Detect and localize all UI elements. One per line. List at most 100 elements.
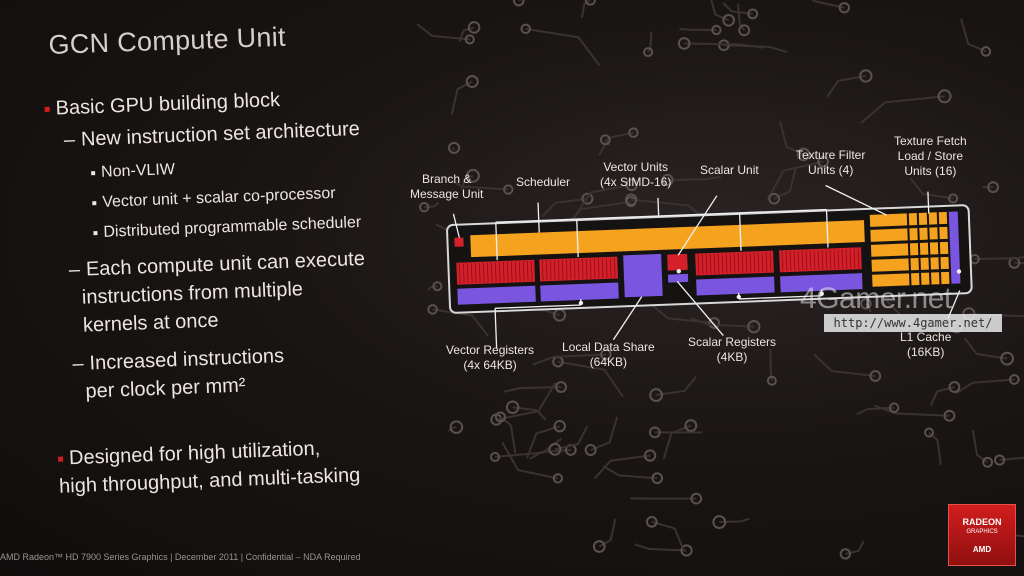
simd-lane-stripe (705, 254, 708, 275)
texture-fetch-cell (919, 242, 929, 255)
vector-register-block (696, 276, 775, 296)
vector-register-block (457, 285, 536, 305)
circuit-pad (625, 178, 638, 192)
circuit-pad (677, 37, 691, 50)
logo-brand: AMD (972, 545, 992, 554)
simd-lane-stripe (581, 258, 584, 279)
simd-lane-stripe (518, 261, 521, 282)
simd-lane-stripe (569, 259, 572, 280)
radeon-logo: RADEON GRAPHICS AMD (948, 504, 1016, 566)
label-local-data-share: Local Data Share(64KB) (562, 340, 655, 369)
texture-fetch-cell (939, 226, 948, 240)
circuit-pad (738, 24, 751, 37)
circuit-trace (532, 353, 606, 366)
label-scheduler: Scheduler (516, 175, 571, 189)
circuit-trace (769, 348, 773, 381)
texture-fetch-cell (940, 256, 949, 270)
simd-lane-stripe (829, 249, 832, 270)
circuit-pad (503, 184, 514, 195)
simd-lane-stripe (522, 261, 525, 282)
circuit-pad (600, 348, 612, 361)
simd-lane-stripe (737, 252, 740, 273)
circuit-pad (817, 155, 830, 168)
simd-lane-stripe (506, 261, 509, 282)
circuit-pad (584, 0, 596, 6)
circuit-trace (416, 23, 470, 41)
circuit-trace (736, 3, 746, 31)
simd-lane-stripe (466, 263, 469, 284)
label-scalar-registers: Scalar Registers(4KB) (688, 335, 777, 364)
simd-lane-stripe (565, 259, 568, 280)
circuit-pad (419, 202, 430, 213)
simd-lane-stripe (545, 260, 548, 281)
circuit-pad (448, 141, 461, 154)
circuit-pad (680, 544, 693, 557)
simd-lane-stripe (853, 248, 856, 269)
circuit-pad (466, 168, 480, 183)
circuit-trace (766, 160, 824, 201)
circuit-trace (526, 425, 560, 459)
simd-lane-stripe (821, 249, 824, 270)
simd-lane-stripe (789, 250, 792, 271)
circuit-pad (645, 516, 658, 528)
texture-filter-cell (871, 258, 909, 272)
simd-lane-stripe (833, 249, 836, 270)
simd-lane-stripe (462, 263, 465, 284)
texture-fetch-cell (929, 242, 939, 255)
texture-fetch-cell (920, 257, 929, 270)
simd-lane-stripe (733, 253, 736, 274)
circuit-trace (690, 317, 754, 328)
simd-lane-stripe (478, 262, 481, 283)
simd-lane-stripe (494, 262, 497, 283)
circuit-pad (505, 400, 520, 415)
circuit-trace (865, 302, 872, 313)
circuit-pad (859, 69, 873, 83)
circuit-pad (553, 420, 566, 433)
circuit-trace (960, 18, 987, 53)
simd-lane-stripe (561, 259, 564, 280)
circuit-pad (947, 193, 959, 204)
texture-fetch-cell (921, 272, 930, 285)
circuit-trace (557, 360, 624, 398)
texture-fetch-cell (938, 211, 948, 225)
circuit-pad (432, 281, 443, 292)
circuit-trace (580, 0, 591, 18)
circuit-trace (525, 27, 601, 67)
circuit-pad (712, 515, 727, 530)
simd-lane-stripe (797, 250, 800, 271)
circuit-pad (643, 449, 657, 462)
simd-lane-stripe (541, 260, 544, 281)
circuit-pad (555, 381, 568, 394)
texture-fetch-cell (908, 213, 918, 226)
circuit-trace (452, 147, 455, 151)
simd-lane-stripe (741, 252, 744, 273)
circuit-pad (427, 304, 438, 315)
circuit-pad (768, 192, 781, 205)
circuit-pad (1000, 351, 1014, 366)
circuit-trace (593, 454, 651, 480)
watermark-brand: 4Gamer.net (800, 282, 952, 315)
simd-lane-stripe (530, 260, 533, 281)
label-l1-cache: L1 Cache(16KB) (900, 330, 952, 359)
simd-lane-stripe (717, 253, 720, 274)
simd-lane-stripe (769, 251, 772, 272)
circuit-pad (512, 0, 525, 7)
simd-lane-stripe (793, 250, 796, 271)
label-branch-message-unit: Branch &Message Unit (410, 172, 484, 201)
simd-block (779, 247, 862, 273)
simd-lane-stripe (825, 249, 828, 270)
simd-lane-stripe (721, 253, 724, 274)
circuit-trace (501, 441, 559, 480)
circuit-trace (722, 2, 753, 15)
circuit-trace (719, 517, 750, 524)
circuit-trace (723, 44, 788, 54)
circuit-trace (856, 406, 895, 416)
simd-lane-stripe (470, 263, 473, 284)
simd-lane-stripe (749, 252, 752, 273)
circuit-pad (464, 34, 475, 45)
circuit-trace (963, 337, 1008, 360)
simd-lane-stripe (753, 252, 756, 273)
